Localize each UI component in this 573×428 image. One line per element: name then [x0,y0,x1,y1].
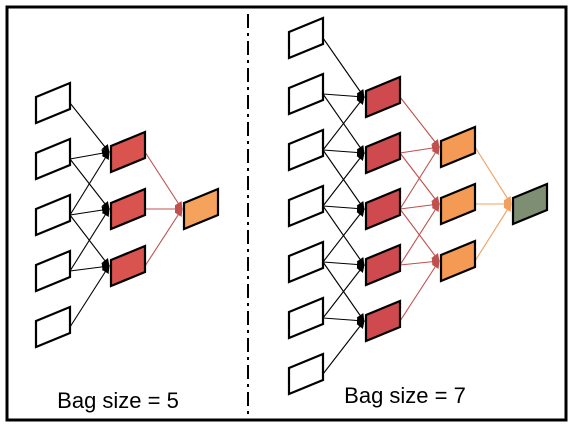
hidden-node-l2-n1 [439,182,477,226]
left-caption: Bag size = 5 [57,388,179,413]
hidden-node-l1-n2 [109,244,147,288]
edge-l0-n3-to-n3 [322,205,365,266]
edge-l0-n6-to-n4 [322,320,365,375]
edge-l0-n2-to-n1 [322,148,365,157]
input-node-l0-n4 [34,305,72,349]
input-node-l0-n4 [287,240,325,284]
hidden-node-l1-n1 [109,187,147,231]
edge-l1-n3-to-n2 [399,257,440,266]
right-panel [287,16,549,396]
input-node-l0-n6 [287,352,325,396]
input-node-l0-n1 [287,72,325,116]
hidden-node-l1-n3 [364,243,402,287]
edge-l0-n2-to-n1 [69,206,110,216]
edge-l0-n4-to-n2 [69,265,110,328]
edge-l0-n5-to-n4 [322,316,365,325]
outer-border [5,5,568,422]
output-node-l2-n0 [182,187,220,231]
edge-l1-n2-to-n0 [144,208,183,267]
edge-l0-n1-to-n0 [69,149,110,160]
edge-l0-n4-to-n3 [322,260,365,269]
edge-l0-n3-to-n2 [69,262,110,272]
edge-l0-n4-to-n4 [322,261,365,322]
edge-l1-n0-to-n0 [144,151,183,210]
hidden-node-l1-n4 [364,299,402,343]
hidden-node-l1-n0 [364,75,402,119]
input-node-l0-n2 [287,128,325,172]
input-node-l0-n3 [287,184,325,228]
hidden-node-l1-n0 [109,130,147,174]
input-node-l0-n5 [287,296,325,340]
edge-l2-n0-to-n0 [474,146,512,205]
input-node-l0-n2 [34,193,72,237]
input-node-l0-n0 [34,81,72,125]
edge-l1-n1-to-n1 [399,152,440,205]
hidden-node-l2-n0 [439,125,477,169]
edge-l1-n2-to-n1 [399,200,440,210]
edge-l0-n2-to-n2 [322,149,365,210]
edge-l1-n4-to-n2 [399,260,440,322]
hidden-node-l1-n1 [364,131,402,175]
edge-l1-n2-to-n2 [399,208,440,262]
hidden-node-l1-n2 [364,187,402,231]
edge-l2-n2-to-n0 [474,203,512,262]
right-caption: Bag size = 7 [344,383,466,408]
edge-l0-n1-to-n1 [69,158,110,210]
input-node-l0-n1 [34,137,72,181]
edge-l0-n2-to-n2 [69,214,110,267]
left-panel [34,81,220,349]
edge-l0-n0-to-n0 [322,37,365,98]
edge-l1-n1-to-n0 [399,144,440,154]
edge-l0-n1-to-n0 [322,92,365,101]
edge-l0-n0-to-n0 [69,102,110,153]
input-node-l0-n3 [34,249,72,293]
output-node-l3-n0 [511,182,549,226]
edge-l0-n3-to-n2 [322,204,365,213]
hidden-node-l2-n2 [439,239,477,283]
input-node-l0-n0 [287,16,325,60]
edge-l1-n0-to-n0 [399,96,440,148]
edge-l0-n1-to-n1 [322,93,365,154]
